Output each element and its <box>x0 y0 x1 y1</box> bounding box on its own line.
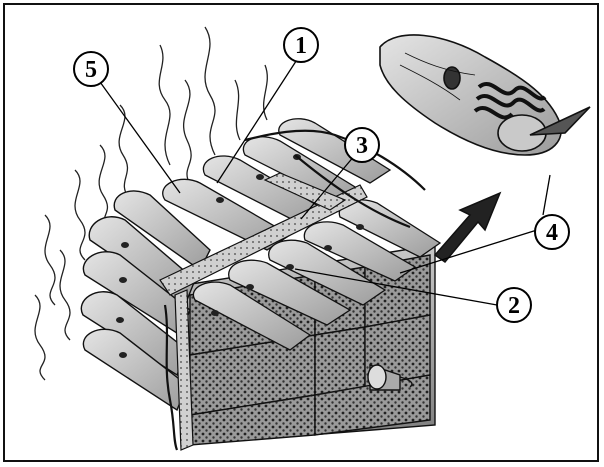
callout-2-label: 2 <box>508 293 520 319</box>
enlarged-cell-inset <box>380 35 590 155</box>
callout-2: 2 <box>497 288 531 322</box>
diagram-frame: 1 5 3 4 2 <box>3 3 599 462</box>
callout-5: 5 <box>74 52 108 86</box>
callout-1-label: 1 <box>295 33 307 59</box>
callout-3: 3 <box>345 128 379 162</box>
callout-5-label: 5 <box>85 57 97 83</box>
callout-4-label: 4 <box>546 220 558 246</box>
callout-3-label: 3 <box>356 133 368 159</box>
callout-1: 1 <box>284 28 318 62</box>
callout-4: 4 <box>535 215 569 249</box>
epithelium-tissue-illustration: 1 5 3 4 2 <box>5 5 601 464</box>
